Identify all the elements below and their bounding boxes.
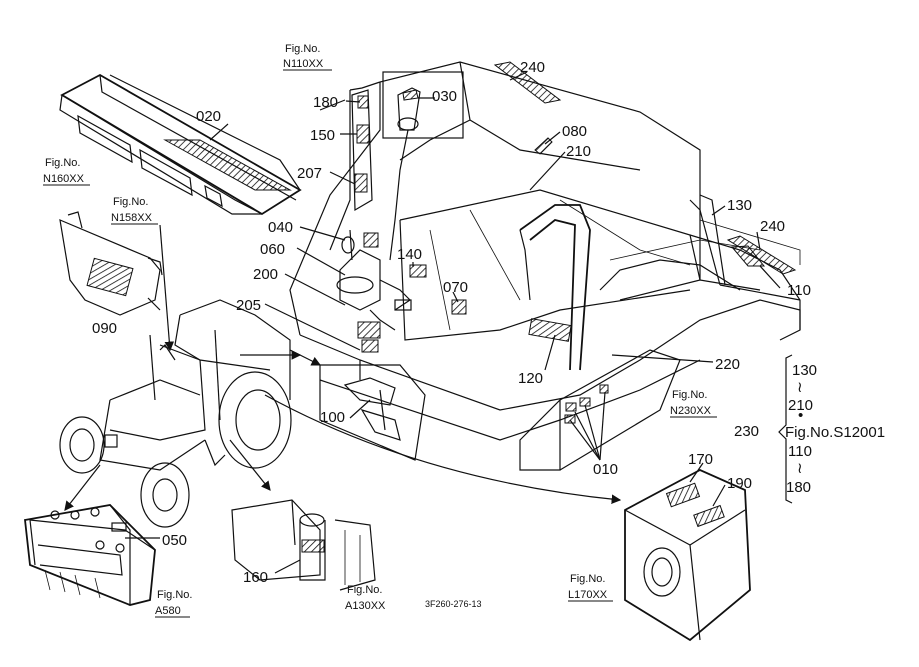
fig-a130-code: A130XX xyxy=(345,600,386,612)
fig-n230-code: N230XX xyxy=(670,405,712,417)
label-070: 070 xyxy=(443,279,468,296)
label-240-top: 240 xyxy=(520,59,545,76)
fig-l170-label: Fig.No. xyxy=(570,573,605,585)
cab-frame-drawing xyxy=(289,61,801,471)
label-190: 190 xyxy=(727,475,752,492)
drawing-code: 3F260-276-13 xyxy=(425,599,482,609)
label-120: 120 xyxy=(518,370,543,387)
side-panel-090 xyxy=(59,211,163,316)
fig-n160-code: N160XX xyxy=(43,173,85,185)
bracket-item-130: 130 xyxy=(792,362,817,379)
label-207: 207 xyxy=(297,165,322,182)
control-console xyxy=(336,129,467,353)
label-150: 150 xyxy=(310,127,335,144)
fig-n230-label: Fig.No. xyxy=(672,389,707,401)
bracket-dot: • xyxy=(798,407,803,424)
fig-n160-label: Fig.No. xyxy=(45,157,80,169)
decal-120 xyxy=(528,318,572,342)
fig-n110-label: Fig.No. xyxy=(285,43,320,55)
fig-n110-code: N110XX xyxy=(283,58,324,70)
label-170: 170 xyxy=(688,451,713,468)
fig-l170-code: L170XX xyxy=(568,589,608,601)
label-010: 010 xyxy=(593,461,618,478)
label-140: 140 xyxy=(397,246,422,263)
fig-a130-label: Fig.No. xyxy=(347,584,382,596)
bracket-tilde-1: ≀ xyxy=(797,379,803,396)
leader-lines xyxy=(125,71,781,574)
label-040: 040 xyxy=(268,219,293,236)
bracket-group-text: 130 ≀ 210 • Fig.No.S12001 110 ≀ 180 xyxy=(785,362,885,496)
bracket-group xyxy=(778,354,793,504)
tractor-drawing xyxy=(59,299,292,528)
label-100: 100 xyxy=(320,409,345,426)
cover-170-190-drawing xyxy=(624,468,751,642)
label-030: 030 xyxy=(432,88,457,105)
detail-box-100 xyxy=(319,364,426,461)
tank-160-drawing xyxy=(231,499,376,591)
bracket-ref: Fig.No.S12001 xyxy=(785,424,885,441)
label-205: 205 xyxy=(236,297,261,314)
label-020: 020 xyxy=(196,108,221,125)
label-200: 200 xyxy=(253,266,278,283)
label-210: 210 xyxy=(566,143,591,160)
label-080: 080 xyxy=(562,123,587,140)
fig-n158-label: Fig.No. xyxy=(113,196,148,208)
label-180: 180 xyxy=(313,94,338,111)
bracket-item-110: 110 xyxy=(788,443,812,460)
flow-arrows xyxy=(64,99,622,511)
top-panel-020 xyxy=(59,73,302,216)
bracket-item-180: 180 xyxy=(786,479,811,496)
pillar-decals xyxy=(351,89,373,212)
label-130: 130 xyxy=(727,197,752,214)
label-110: 110 xyxy=(787,282,811,299)
fig-a580-label: Fig.No. xyxy=(157,589,192,601)
figure-references: Fig.No. N110XX Fig.No. N160XX Fig.No. N1… xyxy=(43,43,717,618)
bracket-tilde-2: ≀ xyxy=(797,460,803,477)
label-230: 230 xyxy=(734,423,759,440)
part-labels: 020 030 040 050 060 070 080 090 100 110 … xyxy=(92,59,811,586)
decal-110 xyxy=(730,245,766,267)
label-050: 050 xyxy=(162,532,187,549)
battery-drawing xyxy=(24,504,156,606)
label-220: 220 xyxy=(715,356,740,373)
decal-240-right xyxy=(726,235,797,275)
decals-010 xyxy=(564,384,609,424)
label-060: 060 xyxy=(260,241,285,258)
label-240-right: 240 xyxy=(760,218,785,235)
label-160: 160 xyxy=(243,569,268,586)
decal-240-top xyxy=(493,61,562,104)
decal-030-box xyxy=(382,71,464,139)
fig-a580-code: A580 xyxy=(155,605,181,617)
label-090: 090 xyxy=(92,320,117,337)
bracket-item-210: 210 xyxy=(788,397,813,414)
fig-n158-code: N158XX xyxy=(111,212,153,224)
